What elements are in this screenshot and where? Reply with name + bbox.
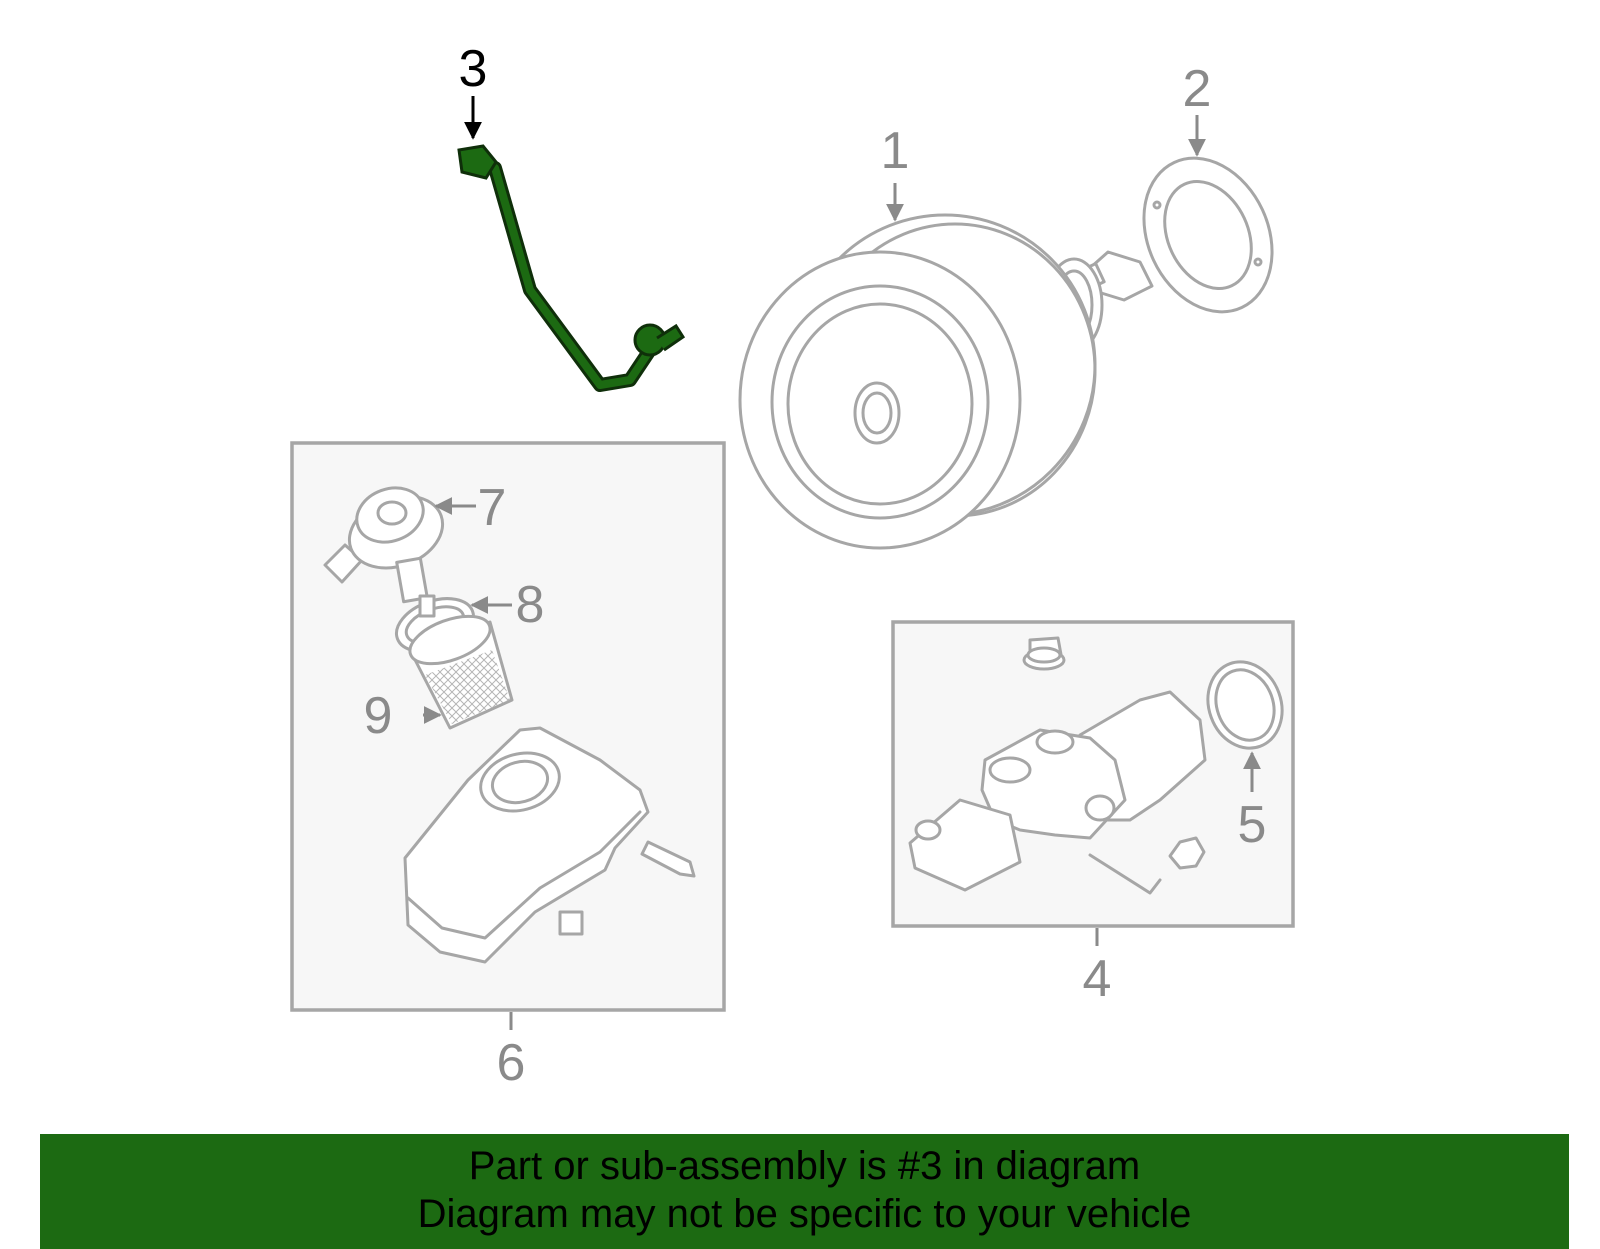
- notice-banner: Part or sub-assembly is #3 in diagram Di…: [40, 1134, 1569, 1249]
- callout-4: 4: [1083, 950, 1112, 1008]
- o-ring-part-5[interactable]: [1196, 651, 1294, 758]
- callout-7: 7: [478, 479, 507, 537]
- gasket-part-2[interactable]: [1120, 137, 1296, 333]
- reservoir-cap-part-7[interactable]: [323, 479, 453, 604]
- fluid-reservoir[interactable]: [403, 726, 696, 964]
- callout-1: 1: [881, 122, 910, 180]
- callout-6: 6: [497, 1034, 526, 1092]
- callout-8: 8: [516, 576, 545, 634]
- notice-line-2: Diagram may not be specific to your vehi…: [417, 1192, 1192, 1236]
- notice-line-1: Part or sub-assembly is #3 in diagram: [468, 1144, 1141, 1188]
- callout-9: 9: [364, 687, 393, 745]
- brake-booster-part-1[interactable]: [738, 213, 1154, 550]
- callout-3: 3: [459, 40, 488, 98]
- callout-2: 2: [1183, 60, 1212, 118]
- vacuum-hose-part-3[interactable]: [457, 144, 686, 392]
- master-cylinder-part-4[interactable]: [908, 636, 1207, 895]
- callout-5: 5: [1238, 796, 1267, 854]
- filter-part-9[interactable]: [404, 607, 514, 730]
